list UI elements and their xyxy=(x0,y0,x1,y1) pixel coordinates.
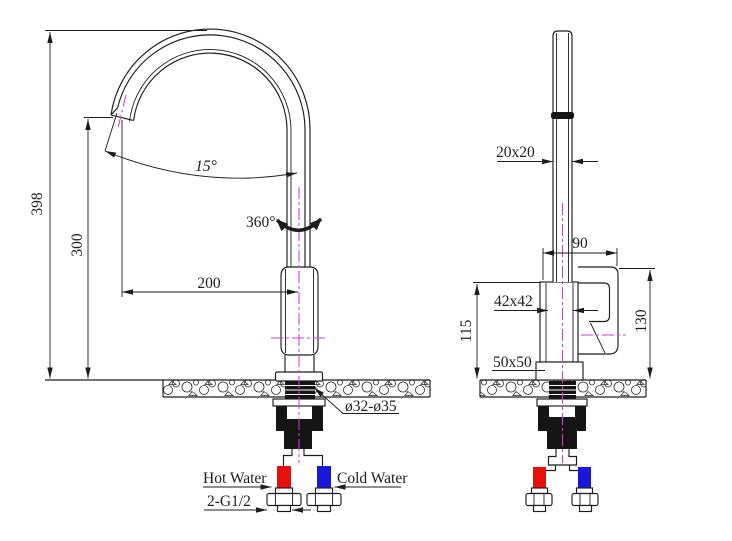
dim-mounting-hole: ø32-ø35 xyxy=(345,398,397,415)
cold-hose-nut xyxy=(306,492,342,513)
inlet-thread-label: 2-G1/2 xyxy=(207,493,251,510)
front-thread-shank xyxy=(285,381,315,399)
dim-body-height-115: 115 xyxy=(458,319,475,342)
dim-handle-height-130: 130 xyxy=(633,309,650,333)
front-dimensions: 398 300 200 15° 360° ø32-ø35 Hot Water C… xyxy=(29,30,408,513)
side-cold-hose-crimp xyxy=(575,487,594,495)
front-faucet-body xyxy=(274,266,324,382)
countertop-front-section xyxy=(45,379,431,398)
dim-spout-section-20x20: 20x20 xyxy=(496,144,535,161)
centerlines xyxy=(117,94,626,463)
dim-base-section-50x50: 50x50 xyxy=(493,354,532,371)
rotation-symbol xyxy=(275,217,323,232)
aerator-ring xyxy=(551,112,574,119)
side-supply-hoses xyxy=(525,465,599,513)
dim-body-section-42x42: 42x42 xyxy=(494,293,533,310)
dim-spout-reach-200: 200 xyxy=(197,275,221,292)
side-spout-column xyxy=(551,30,574,282)
spout-tip-centerline xyxy=(117,94,127,129)
side-base-plinth xyxy=(535,361,584,381)
hot-hose-crimp xyxy=(274,487,294,495)
hot-water-label: Hot Water xyxy=(203,470,267,487)
dim-outlet-angle-15: 15° xyxy=(195,158,217,175)
cold-hose-crimp xyxy=(314,487,334,495)
side-outlet-fitting xyxy=(547,449,578,466)
front-mounting-block xyxy=(284,419,312,449)
dim-swivel-360: 360° xyxy=(246,214,275,231)
side-hot-hose-crimp xyxy=(530,487,549,495)
side-cold-hose-nut xyxy=(571,492,599,513)
spout-outlet-face xyxy=(110,114,134,122)
spout-wall-cap xyxy=(110,107,119,116)
side-hot-water-hose xyxy=(533,467,546,488)
side-faucet-body xyxy=(535,281,584,381)
side-handle-lever xyxy=(578,266,619,355)
dim-outlet-height-300: 300 xyxy=(69,233,86,257)
front-mounting-leg-left xyxy=(276,406,287,431)
dim-overall-height-398: 398 xyxy=(29,192,46,216)
hot-water-hose xyxy=(277,466,291,488)
rotation-arrow xyxy=(275,217,323,232)
front-supply-hoses xyxy=(266,449,342,513)
side-cold-water-hose xyxy=(578,467,591,488)
side-view xyxy=(525,30,619,513)
side-dimensions: 20x20 90 42x42 115 130 50x50 xyxy=(458,144,655,379)
cold-water-label: Cold Water xyxy=(337,470,408,487)
side-thread-shank xyxy=(549,381,576,399)
hot-hose-nut xyxy=(266,492,302,513)
front-mounting-leg-right xyxy=(312,406,323,431)
front-gooseneck-spout xyxy=(110,28,311,268)
side-mounting-leg-left xyxy=(538,406,549,431)
front-view xyxy=(110,28,342,513)
dim-handle-projection-90: 90 xyxy=(572,235,588,252)
side-mounting-leg-right xyxy=(575,406,586,431)
side-hot-hose-nut xyxy=(525,492,553,513)
cold-water-hose xyxy=(317,466,331,488)
